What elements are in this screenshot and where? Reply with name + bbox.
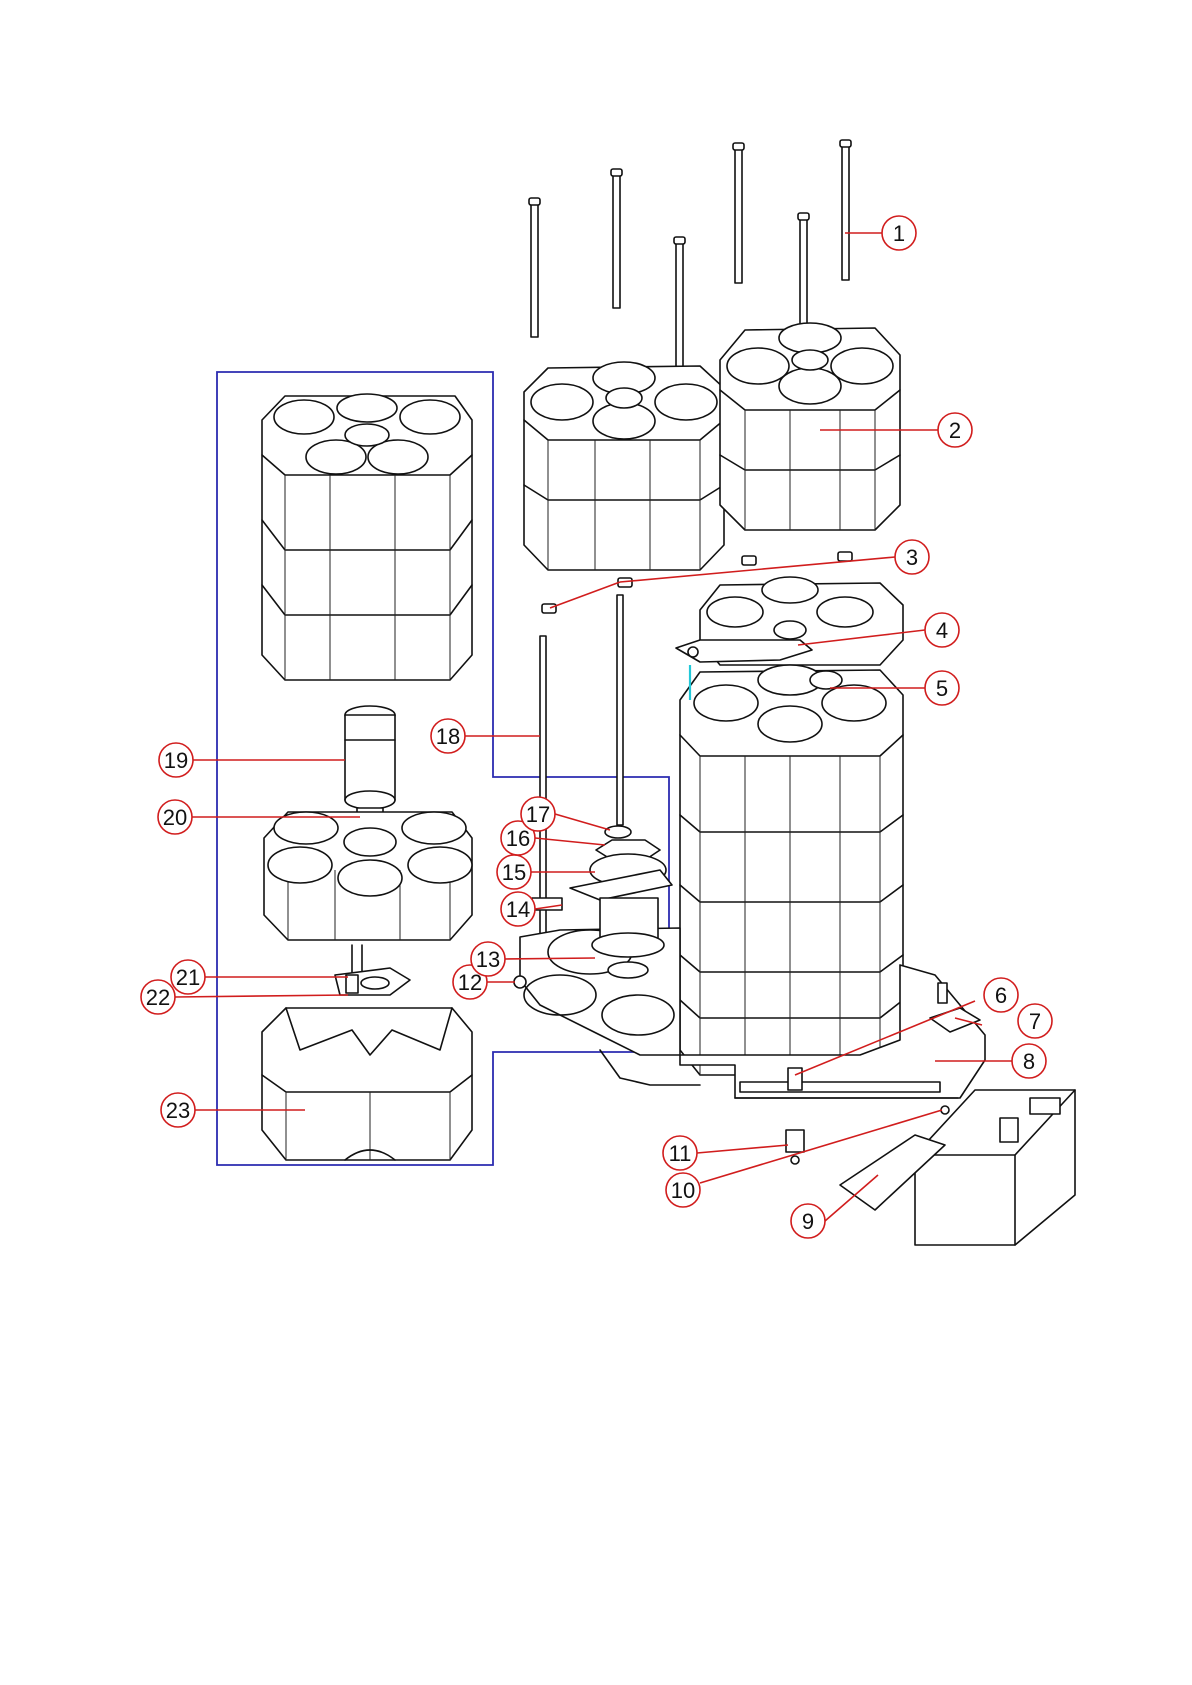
callout-20-label: 20 bbox=[163, 805, 187, 830]
callout-11: 11 bbox=[663, 1136, 697, 1170]
callout-11-label: 11 bbox=[669, 1141, 692, 1166]
right-tall-cartridge-stack bbox=[676, 577, 903, 1075]
callout-5-label: 5 bbox=[936, 676, 948, 701]
callout-9: 9 bbox=[791, 1204, 825, 1238]
callout-8: 8 bbox=[1012, 1044, 1046, 1078]
callout-23-label: 23 bbox=[166, 1098, 190, 1123]
callout-15-label: 15 bbox=[502, 860, 526, 885]
callout-6: 6 bbox=[984, 978, 1018, 1012]
callout-17-label: 17 bbox=[526, 802, 550, 827]
left-bracket bbox=[335, 945, 410, 995]
callout-18: 18 bbox=[431, 719, 465, 753]
callout-6-label: 6 bbox=[995, 983, 1007, 1008]
callout-2: 2 bbox=[938, 413, 972, 447]
callout-20: 20 bbox=[158, 800, 192, 834]
callout-7-label: 7 bbox=[1029, 1009, 1041, 1034]
callout-5: 5 bbox=[925, 671, 959, 705]
callout-23: 23 bbox=[161, 1093, 195, 1127]
cover-box bbox=[840, 1090, 1075, 1245]
callout-22: 22 bbox=[141, 980, 175, 1014]
callout-8-label: 8 bbox=[1023, 1049, 1035, 1074]
callout-13-label: 13 bbox=[476, 947, 500, 972]
callout-18-label: 18 bbox=[436, 724, 460, 749]
callout-21: 21 bbox=[171, 960, 205, 994]
upper-double-cartridge-block bbox=[524, 323, 900, 570]
callout-19-label: 19 bbox=[164, 748, 188, 773]
callout-2-label: 2 bbox=[949, 418, 961, 443]
callout-14-label: 14 bbox=[506, 897, 530, 922]
callout-21-label: 21 bbox=[176, 965, 200, 990]
callout-15: 15 bbox=[497, 855, 531, 889]
callout-7: 7 bbox=[1018, 1004, 1052, 1038]
callout-13: 13 bbox=[471, 942, 505, 976]
callout-16-label: 16 bbox=[506, 826, 530, 851]
callout-10: 10 bbox=[666, 1173, 700, 1207]
callout-9-label: 9 bbox=[802, 1209, 814, 1234]
callout-17: 17 bbox=[521, 797, 555, 831]
callout-22-label: 22 bbox=[146, 985, 170, 1010]
callout-3-label: 3 bbox=[906, 545, 918, 570]
left-lower-tray bbox=[264, 812, 472, 940]
callout-10-label: 10 bbox=[671, 1178, 695, 1203]
callout-1: 1 bbox=[882, 216, 916, 250]
left-open-base-tray bbox=[262, 1008, 472, 1160]
callout-14: 14 bbox=[501, 892, 535, 926]
callout-1-label: 1 bbox=[893, 221, 905, 246]
left-top-cartridge-stack bbox=[262, 394, 472, 680]
callout-3: 3 bbox=[895, 540, 929, 574]
callout-4-label: 4 bbox=[936, 618, 948, 643]
callout-4: 4 bbox=[925, 613, 959, 647]
callout-19: 19 bbox=[159, 743, 193, 777]
